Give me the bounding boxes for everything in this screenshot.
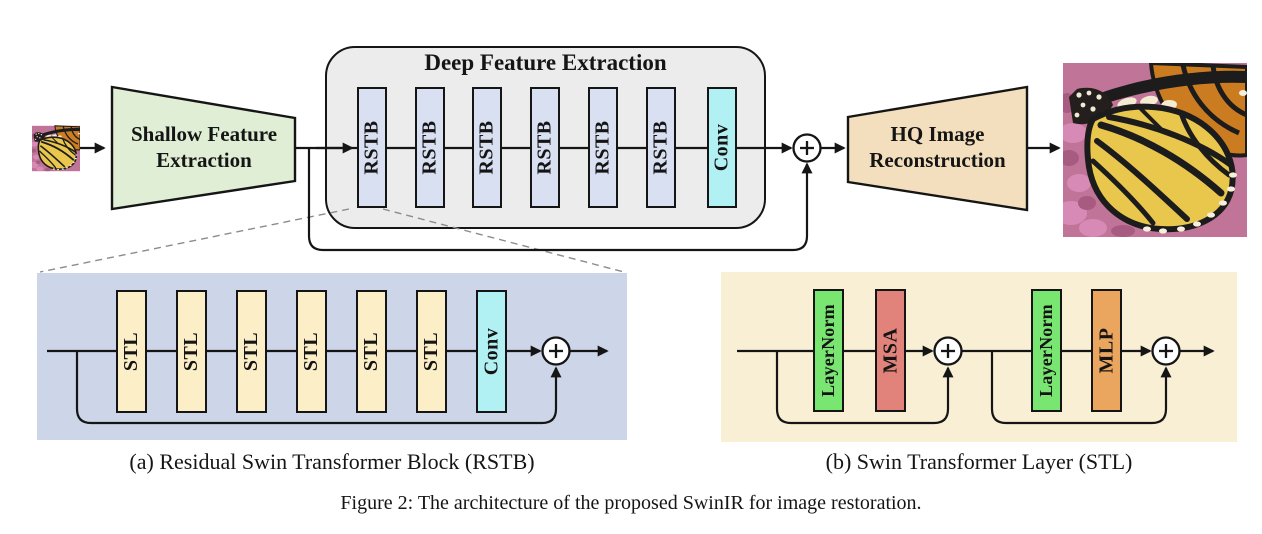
hq-label-line2: Reconstruction — [869, 148, 1006, 172]
rstb-block-label: RSTB — [475, 120, 498, 175]
stl-block-label: STL — [420, 331, 442, 372]
stl-block-label: STL — [240, 331, 262, 372]
conv-block-rstb: Conv — [476, 290, 507, 413]
mlp-block: MLP — [1091, 289, 1122, 412]
panel-b-caption: (b) Swin Transformer Layer (STL) — [825, 449, 1133, 474]
conv-block-top: Conv — [707, 87, 737, 208]
layernorm-block-1: LayerNorm — [813, 289, 844, 412]
shallow-label-line1: Shallow Feature — [130, 122, 278, 147]
conv-block-label: Conv — [710, 123, 733, 172]
rstb-block-2: RSTB — [415, 87, 445, 208]
rstb-block-1: RSTB — [357, 87, 387, 208]
shallow-label-line2: Extraction — [156, 148, 252, 172]
hq-label-line1: HQ Image — [890, 122, 985, 147]
hq-image-reconstruction-label: HQ Image Reconstruction — [850, 120, 1025, 176]
lq-input-image — [32, 125, 80, 172]
layernorm-block-label: LayerNorm — [1036, 304, 1056, 397]
stl-block-label: STL — [300, 331, 322, 372]
stl-block-1: STL — [116, 290, 147, 413]
rstb-block-label: RSTB — [360, 120, 383, 175]
layernorm-block-label: LayerNorm — [818, 304, 838, 397]
mlp-block-label: MLP — [1095, 327, 1117, 374]
layernorm-block-2: LayerNorm — [1031, 289, 1062, 412]
figure-caption: Figure 2: The architecture of the propos… — [340, 492, 922, 514]
rstb-block-6: RSTB — [646, 87, 676, 208]
dashed-zoom-line-left — [39, 208, 350, 273]
stl-block-label: STL — [180, 331, 202, 372]
rstb-block-label: RSTB — [533, 120, 556, 175]
shallow-feature-extraction-label: Shallow Feature Extraction — [116, 120, 292, 176]
deep-feature-extraction-title: Deep Feature Extraction — [424, 50, 667, 75]
msa-block: MSA — [875, 289, 906, 412]
conv-block-label: Conv — [480, 327, 503, 376]
stl-block-5: STL — [356, 290, 387, 413]
stl-block-label: STL — [360, 331, 382, 372]
hq-output-image — [1063, 63, 1247, 237]
stl-block-3: STL — [236, 290, 267, 413]
rstb-block-3: RSTB — [472, 87, 502, 208]
rstb-block-label: RSTB — [418, 120, 441, 175]
rstb-block-label: RSTB — [591, 120, 614, 175]
stl-panel — [721, 272, 1237, 442]
rstb-block-4: RSTB — [530, 87, 560, 208]
add-icon — [792, 133, 822, 163]
stl-block-2: STL — [176, 290, 207, 413]
msa-block-label: MSA — [879, 327, 902, 374]
panel-a-caption: (a) Residual Swin Transformer Block (RST… — [129, 449, 535, 474]
rstb-block-label: RSTB — [649, 120, 672, 175]
stl-block-6: STL — [416, 290, 447, 413]
stl-block-label: STL — [120, 331, 142, 372]
stl-block-4: STL — [296, 290, 327, 413]
rstb-block-5: RSTB — [588, 87, 618, 208]
